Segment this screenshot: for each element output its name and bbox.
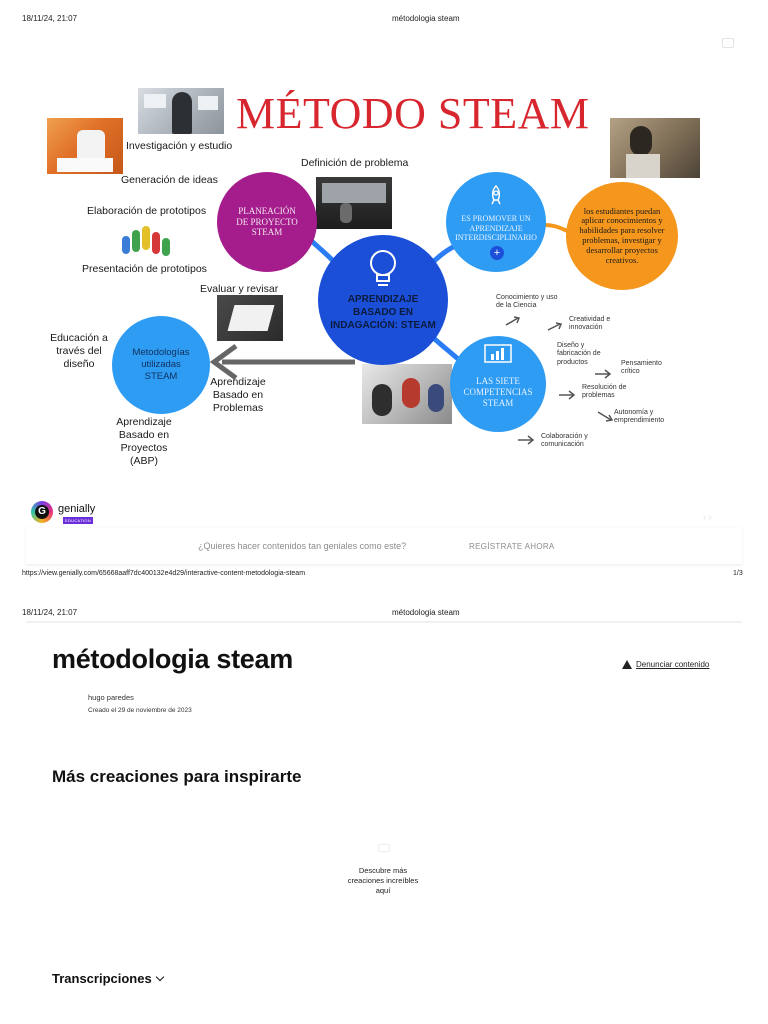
circle-metodologias-label: Metodologías utilizadas STEAM: [132, 347, 190, 382]
circle-promover-label: ES PROMOVER UN APRENDIZAJE INTERDISCIPLI…: [455, 214, 537, 243]
photo-team: [362, 364, 452, 424]
print-datetime-p2: 18/11/24, 21:07: [22, 608, 78, 617]
label-investigacion: Investigación y estudio: [126, 140, 233, 152]
main-title: MÉTODO STEAM: [236, 89, 590, 138]
photo-student: [610, 118, 700, 178]
print-datetime: 18/11/24, 21:07: [22, 14, 78, 23]
cta-bar: ¿Quieres hacer contenidos tan geniales c…: [26, 528, 742, 564]
transcripciones-label: Transcripciones: [52, 971, 152, 986]
label-presentacion: Presentación de prototipos: [82, 263, 207, 275]
label-definicion: Definición de problema: [301, 157, 409, 169]
print-title-p2: métodologia steam: [392, 608, 460, 617]
circle-center[interactable]: APRENDIZAJE BASADO EN INDAGACIÓN: STEAM: [318, 235, 448, 365]
plus-icon[interactable]: +: [490, 246, 504, 260]
competencia-autonomia: Autonomía y emprendimiento: [614, 409, 665, 425]
label-elaboracion: Elaboración de prototipos: [87, 205, 207, 217]
competencia-resolucion: Resolución de problemas: [582, 384, 627, 400]
signup-link[interactable]: REGÍSTRATE AHORA: [469, 542, 555, 551]
cta-text: ¿Quieres hacer contenidos tan geniales c…: [198, 541, 407, 551]
photo-meeting: [316, 177, 392, 229]
label-generacion: Generación de ideas: [121, 174, 218, 186]
report-link-label: Denunciar contenido: [636, 660, 710, 669]
label-abp: Aprendizaje Basado en Proyectos (ABP): [116, 416, 172, 468]
lightbulb-icon: [366, 247, 400, 291]
created-date: Creado el 29 de noviembre de 2023: [88, 707, 192, 714]
circle-metodologias[interactable]: Metodologías utilizadas STEAM: [112, 316, 210, 414]
circle-planeacion-label: PLANEACIÓN DE PROYECTO STEAM: [236, 206, 298, 238]
competencia-diseno: Diseño y fabricación de productos: [557, 342, 601, 366]
fullscreen-icon[interactable]: [722, 38, 734, 48]
circle-siete[interactable]: LAS SIETE COMPETENCIAS STEAM: [450, 336, 546, 432]
photo-laptop: [217, 295, 283, 341]
transcripciones-toggle[interactable]: Transcripciones: [52, 971, 164, 986]
more-creations-heading: Más creaciones para inspirarte: [52, 767, 302, 786]
photo-researchers: [138, 88, 224, 134]
chart-board-icon: [483, 342, 513, 366]
competencia-pensamiento: Pensamiento crítico: [621, 360, 662, 376]
warning-icon: [622, 660, 632, 669]
competencia-creatividad: Creatividad e innovación: [569, 316, 611, 332]
report-link[interactable]: Denunciar contenido: [622, 660, 709, 669]
footer-page-number: 1/3: [733, 570, 743, 577]
author-name[interactable]: hugo paredes: [88, 693, 134, 702]
placeholder-icon: [378, 844, 390, 852]
chevron-down-icon: [155, 972, 164, 982]
label-abpp: Aprendizaje Basado en Problemas: [210, 376, 266, 415]
page-title: métodologia steam: [52, 644, 293, 674]
genially-logo-icon: G: [31, 501, 53, 523]
photo-writing: [47, 118, 123, 174]
circle-estudiantes[interactable]: los estudiantes puedan aplicar conocimie…: [566, 182, 678, 290]
competencia-ciencia: Conocimiento y uso de la Ciencia: [496, 294, 558, 310]
circle-siete-label: LAS SIETE COMPETENCIAS STEAM: [463, 376, 533, 408]
rocket-icon: [484, 184, 508, 208]
circle-planeacion[interactable]: PLANEACIÓN DE PROYECTO STEAM: [217, 172, 317, 272]
nav-arrows-icon[interactable]: ‹ ›: [703, 512, 712, 522]
print-title: métodologia steam: [392, 14, 460, 23]
circle-promover[interactable]: ES PROMOVER UN APRENDIZAJE INTERDISCIPLI…: [446, 172, 546, 272]
genially-brand: genially: [58, 503, 96, 515]
competencia-colaboracion: Colaboración y comunicación: [541, 433, 588, 449]
discover-more-link[interactable]: Descubre más creaciones increíbles aquí: [347, 866, 419, 895]
circle-estudiantes-label: los estudiantes puedan aplicar conocimie…: [579, 205, 665, 265]
label-evaluar: Evaluar y revisar: [200, 283, 279, 295]
photo-figures: [114, 216, 182, 262]
circle-center-label: APRENDIZAJE BASADO EN INDAGACIÓN: STEAM: [330, 294, 436, 331]
footer-url[interactable]: https://view.genially.com/65668aaff7dc40…: [22, 570, 306, 577]
genially-edu-badge: EDUCATION: [63, 517, 93, 524]
divider: [26, 621, 742, 623]
label-educacion: Educación a través del diseño: [50, 332, 108, 371]
